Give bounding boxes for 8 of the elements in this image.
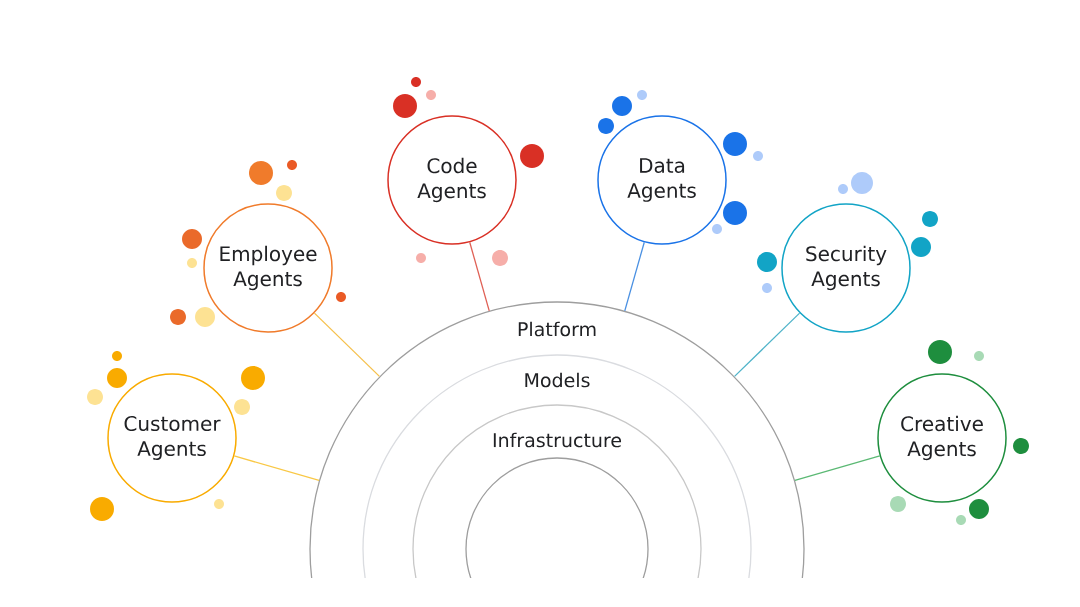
connector-line — [469, 241, 490, 312]
connector-line — [794, 455, 881, 482]
connector-line — [733, 312, 801, 377]
ring-arc — [465, 457, 649, 578]
connector-line — [313, 312, 381, 377]
connector-line — [624, 241, 645, 312]
ring-arc: Infrastructure — [412, 404, 702, 578]
connector-line — [233, 455, 320, 482]
